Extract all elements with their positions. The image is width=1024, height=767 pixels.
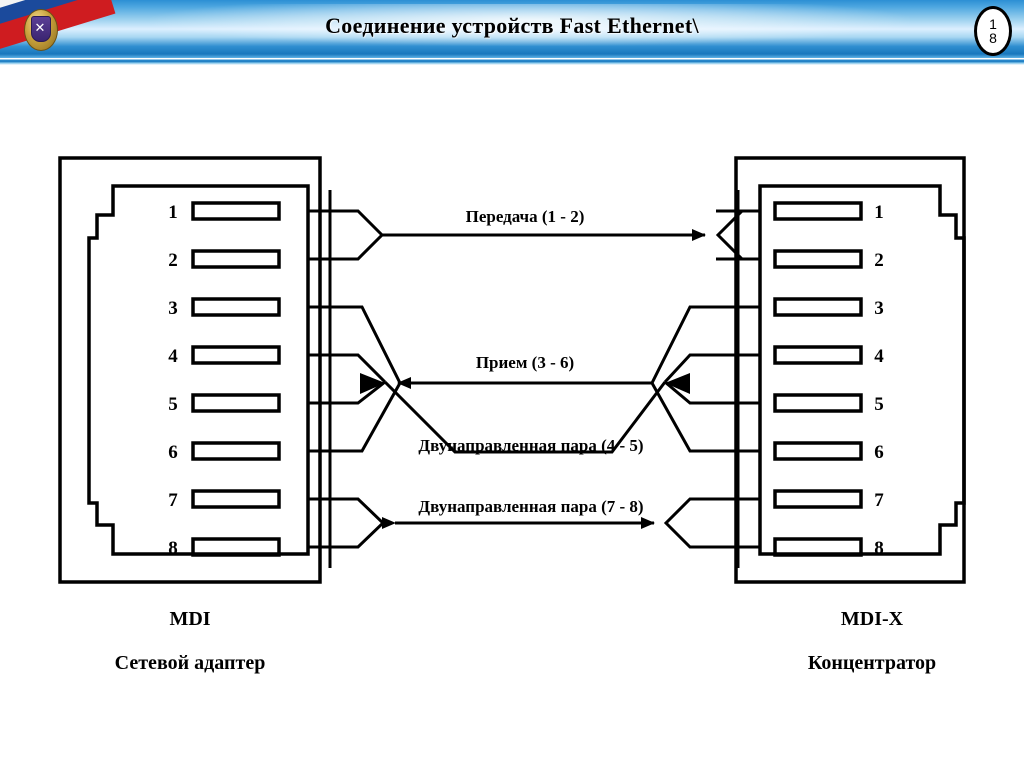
left-pin-number: 8 [168, 538, 178, 559]
connection-label-receive: Прием (3 - 6) [476, 353, 574, 372]
left-crossing-arrowhead [360, 373, 385, 394]
state-emblem-icon: ✕ [20, 5, 60, 53]
right-pin-number: 8 [874, 538, 884, 559]
left-connector-inner-body [87, 184, 310, 556]
connection-label-bidirectional-4-5: Двунаправленная пара (4 - 5) [418, 436, 643, 455]
left-pin-number: 6 [168, 442, 178, 463]
left-pin-number: 5 [168, 394, 178, 415]
right-connector-outer-body [734, 156, 966, 584]
connection-label-bidirectional-7-8: Двунаправленная пара (7 - 8) [418, 497, 643, 516]
right-device-label: Концентратор [808, 652, 936, 674]
right-pair-1-2-junction [715, 209, 746, 261]
right-pin-number: 1 [874, 202, 884, 223]
slide-header: ✕ Соединение устройств Fast Ethernet\ [0, 0, 1024, 58]
left-port-label: MDI [169, 608, 210, 630]
left-bus-lines [306, 186, 332, 568]
right-pin-number: 4 [874, 346, 884, 367]
left-pin-leads [308, 209, 330, 549]
left-pin-numbers: 1 2 3 4 5 6 7 8 [168, 202, 178, 559]
right-connector-inner-body [758, 184, 966, 556]
left-pin-number: 1 [168, 202, 178, 223]
page-number-badge: 1 8 [974, 6, 1012, 56]
right-pin-contacts [773, 201, 863, 557]
left-pair-4-5-junction [330, 353, 387, 405]
page-number-digit-bottom: 8 [989, 30, 997, 46]
right-pin-number: 3 [874, 298, 884, 319]
right-pin-numbers: 1 2 3 4 5 6 7 8 [874, 202, 884, 559]
ethernet-wiring-diagram: 1 2 3 4 5 6 7 8 1 2 3 4 5 6 7 8 Передача… [0, 58, 1024, 767]
right-pin-number: 6 [874, 442, 884, 463]
left-pair-7-8-junction [330, 497, 386, 549]
right-pin-number: 2 [874, 250, 884, 271]
emblem-wreath [24, 9, 58, 51]
right-crossing-arrowhead [665, 373, 690, 394]
page-title: Соединение устройств Fast Ethernet\ [325, 13, 699, 38]
right-port-label: MDI-X [841, 608, 904, 630]
left-pin-number: 7 [168, 490, 178, 511]
left-connector-outer-body [58, 156, 322, 584]
right-bus-lines [736, 186, 762, 568]
left-pin-number: 2 [168, 250, 178, 271]
connection-labels: Передача (1 - 2) Прием (3 - 6) Двунаправ… [418, 207, 643, 516]
page-number-digit-top: 1 [989, 16, 997, 32]
connection-label-transmit: Передача (1 - 2) [466, 207, 585, 226]
connection-line-bidirectional-4-5 [383, 380, 667, 454]
right-pin-number: 7 [874, 490, 884, 511]
right-pair-3-6-junction [650, 305, 716, 453]
left-pair-3-6-junction [330, 305, 402, 453]
device-labels: MDI Сетевой адаптер MDI-X Концентратор [115, 608, 936, 674]
junction-arrowheads [360, 373, 690, 394]
right-pair-7-8-junction [663, 497, 716, 549]
emblem-cross-icon: ✕ [34, 20, 46, 35]
left-pin-contacts [191, 201, 281, 557]
right-pair-4-5-junction [663, 353, 716, 405]
russian-flag-icon: ✕ [0, 0, 120, 58]
emblem-shield [31, 16, 51, 42]
left-pin-number: 3 [168, 298, 178, 319]
left-pair-1-2-junction [330, 209, 385, 261]
right-pin-number: 5 [874, 394, 884, 415]
left-pin-number: 4 [168, 346, 178, 367]
left-device-label: Сетевой адаптер [115, 652, 266, 674]
header-divider [0, 58, 1024, 65]
